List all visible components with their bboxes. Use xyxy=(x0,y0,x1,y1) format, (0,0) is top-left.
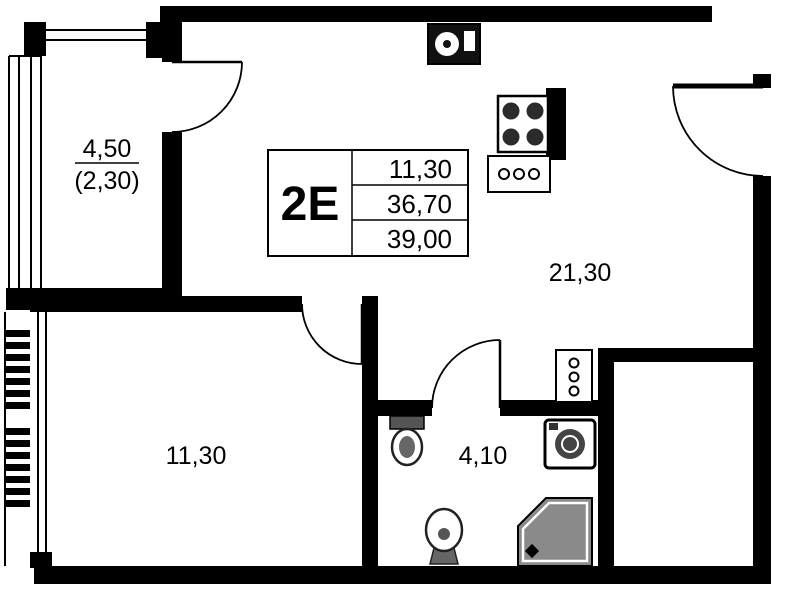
area-row-1: 11,30 xyxy=(389,154,452,184)
stripe xyxy=(4,402,30,409)
bathroom-door-arc xyxy=(431,339,501,409)
windows xyxy=(4,29,146,566)
area-row-3: 39,00 xyxy=(387,224,452,254)
stripe xyxy=(4,440,30,447)
wall-bathroom-top-left xyxy=(378,400,432,416)
stripe xyxy=(4,428,30,435)
kitchen-counter xyxy=(487,155,551,193)
stripe xyxy=(4,464,30,471)
sink-drain xyxy=(438,528,450,540)
exterior-striped-blocks xyxy=(4,330,30,507)
washing-machine-drum-ring xyxy=(561,435,579,453)
wall-hall-right xyxy=(598,348,753,362)
bedroom-door-arc xyxy=(301,303,363,365)
stove-burner xyxy=(526,102,544,120)
toilet-bowl-inner xyxy=(399,436,415,458)
loggia-door-arc xyxy=(171,61,243,133)
utility-shaft xyxy=(555,349,593,403)
shower-tray-inner xyxy=(521,501,589,563)
toilet-tank xyxy=(389,415,425,430)
stripe xyxy=(4,476,30,483)
bedroom-area-label: 11,30 xyxy=(166,442,227,470)
shaft-hole xyxy=(568,357,580,369)
wall-bathroom-top-right xyxy=(500,400,614,416)
stripe xyxy=(4,378,30,385)
kitchen-counter-body xyxy=(487,155,551,193)
area-row-2: 36,70 xyxy=(387,189,452,219)
loggia-reduced-area-label: (2,30) xyxy=(74,167,139,195)
entry-door-arc xyxy=(672,85,764,177)
kitchen-sink-drain xyxy=(443,40,451,48)
bathroom-area-label: 4,10 xyxy=(459,442,508,470)
wall-kitchen-vent xyxy=(546,88,566,160)
stove-burner xyxy=(502,102,520,120)
stove xyxy=(496,94,550,154)
shaft-hole xyxy=(568,385,580,397)
loggia-area-label: 4,50 xyxy=(83,135,132,163)
shower xyxy=(517,497,593,567)
unit-type-label: 2E xyxy=(281,178,340,231)
living-kitchen-area-label: 21,30 xyxy=(549,259,612,287)
wall-bedroom-right xyxy=(362,296,378,584)
wall-top xyxy=(160,6,712,22)
info-table: 2E 11,30 36,70 39,00 xyxy=(267,149,469,257)
counter-hole xyxy=(513,168,525,180)
stripe xyxy=(4,342,30,349)
counter-hole xyxy=(498,168,510,180)
bathroom-sink xyxy=(424,507,464,565)
stripe xyxy=(4,500,30,507)
counter-hole xyxy=(528,168,540,180)
wall-bottom xyxy=(34,566,771,584)
wall-loggia-left-post xyxy=(24,22,46,56)
wall-right xyxy=(753,176,771,584)
stove-body xyxy=(496,94,550,154)
walls xyxy=(6,6,771,584)
wall-loggia-right-lower xyxy=(162,132,182,310)
stripe xyxy=(4,390,30,397)
stripe xyxy=(4,366,30,373)
stripe xyxy=(4,330,30,337)
toilet xyxy=(389,415,425,467)
stripe xyxy=(4,452,30,459)
washing-machine xyxy=(543,418,597,470)
info-table-border xyxy=(267,149,469,257)
shaft-hole xyxy=(568,371,580,383)
stripe xyxy=(4,488,30,495)
wall-loggia-top-post xyxy=(146,22,182,58)
washing-machine-panel xyxy=(549,423,558,430)
kitchen-sink-board xyxy=(464,31,475,51)
room-labels: 4,50 (2,30) 21,30 11,30 4,10 xyxy=(74,135,611,470)
stove-burner xyxy=(502,128,520,146)
stripe xyxy=(4,354,30,361)
wall-bottom-left-post xyxy=(30,552,52,568)
washing-machine-drum xyxy=(555,429,585,459)
stove-burner xyxy=(526,128,544,146)
wall-bathroom-right xyxy=(598,348,614,584)
doors xyxy=(171,60,764,409)
kitchen-sink xyxy=(427,23,481,65)
shower-drain xyxy=(524,543,540,559)
